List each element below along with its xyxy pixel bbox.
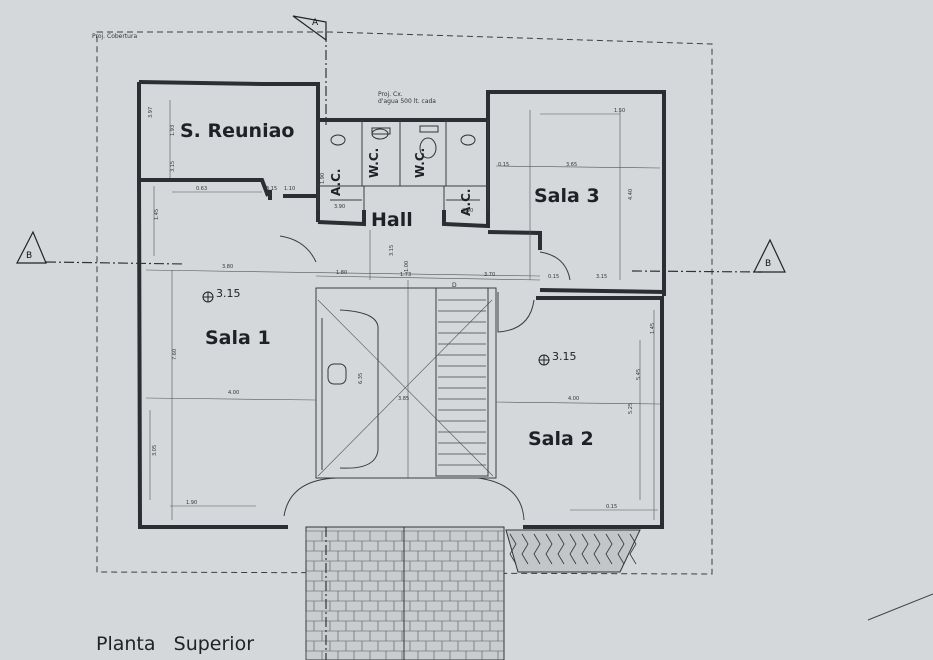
dim-390b: 3.90	[462, 208, 473, 214]
void-cross-2	[317, 299, 493, 477]
dim-190b: 1.90	[320, 173, 326, 184]
stair-direction-label: D	[452, 282, 457, 289]
dim-545: 5.45	[636, 369, 642, 380]
water-tank-note-1: Proj. Cx.	[378, 91, 403, 98]
entrance-canopy	[305, 526, 505, 660]
pencil-mark	[867, 593, 933, 621]
wall-hall-west	[317, 210, 366, 227]
wc-fixtures	[327, 125, 476, 385]
room-label-ac-2: A.C.	[459, 189, 473, 216]
dim-063: 0.63	[196, 186, 207, 192]
dim-315b: 3.15	[596, 274, 607, 280]
drawing-title: Planta Superior	[96, 633, 254, 655]
room-label-wc-1: W.C.	[367, 148, 381, 178]
dim-440: 4.40	[628, 189, 634, 200]
dim-reuniao-h: 3.97	[148, 107, 154, 118]
dim-145: 1.45	[154, 209, 160, 220]
dim-015c: 0.15	[606, 504, 617, 510]
section-b-marker-left	[16, 230, 47, 264]
dim-315: 3.15	[266, 186, 277, 192]
room-label-hall: Hall	[371, 209, 413, 231]
wall-sala3-south	[487, 230, 542, 250]
stair-treads	[438, 299, 486, 466]
door-sala1	[279, 235, 317, 263]
dim-150: 1.50	[614, 108, 625, 114]
planter-hatch-line	[617, 533, 625, 565]
level-marker-sala1	[202, 291, 214, 303]
dim-015: 0.15	[548, 274, 559, 280]
wc-partitions-horizontal	[318, 185, 488, 201]
door-sala3	[539, 251, 571, 281]
planter-hatch-line	[509, 533, 517, 565]
dim-110: 1.10	[284, 186, 295, 192]
section-b-axis-right	[631, 270, 763, 273]
planter-hatch-line	[605, 533, 613, 565]
dim-190: 1.90	[186, 500, 197, 506]
dim-525: 5.25	[628, 403, 634, 414]
planter-hatch-line	[521, 533, 529, 565]
roof-projection-outline	[96, 31, 713, 575]
room-label-wc-2: W.C.	[413, 148, 427, 178]
section-b-label-right: B	[765, 259, 771, 269]
dim-385: 3.85	[398, 396, 409, 402]
hall-door-jambs	[363, 186, 445, 210]
dim-145b: 1.45	[650, 323, 656, 334]
stair-curve	[339, 309, 379, 469]
dimension-lines	[145, 100, 661, 520]
dim-380: 3.80	[222, 264, 233, 270]
level-sala2: 3.15	[552, 350, 577, 363]
dim-400b: 4.00	[568, 396, 579, 402]
void-cross-1	[317, 299, 494, 477]
wc-partitions	[317, 120, 489, 210]
exterior-wall-west	[137, 82, 288, 529]
room-label-sala1: Sala 1	[205, 327, 271, 349]
planter-hatch-line	[557, 533, 565, 565]
planter-hatch-line	[533, 533, 541, 565]
planter-hatch-line	[593, 533, 601, 565]
section-b-label-left: B	[26, 251, 32, 261]
dim-reuniao-h3: 3.15	[170, 161, 176, 172]
dim-370: 3.70	[484, 272, 495, 278]
room-label-sala2: Sala 2	[528, 428, 594, 450]
level-sala1: 3.15	[216, 287, 241, 300]
roof-projection-note: Proj. Cobertura	[92, 33, 137, 40]
dim-173: 1.73	[400, 272, 411, 278]
dim-400: 4.00	[228, 390, 239, 396]
planter-hatch-line	[569, 533, 577, 565]
dim-305: 3.05	[152, 445, 158, 456]
section-a-marker	[292, 15, 327, 42]
dim-390a: 3.90	[334, 204, 345, 210]
dim-760: 7.60	[172, 349, 178, 360]
dim-015b: 0.15	[498, 162, 509, 168]
planter-hatch-line	[629, 533, 637, 565]
dim-365: 3.65	[566, 162, 577, 168]
exterior-wall-east	[523, 296, 664, 529]
planter-hatch-line	[581, 533, 589, 565]
planter-hatch-line	[545, 533, 553, 565]
door-sala2	[497, 292, 535, 333]
level-marker-sala2	[538, 354, 550, 366]
section-b-marker-right	[753, 238, 786, 273]
room-label-reuniao: S. Reuniao	[180, 120, 294, 142]
water-tank-note-2: d'agua 500 lt. cada	[378, 98, 436, 105]
stair-run	[435, 287, 489, 477]
room-label-sala3: Sala 3	[534, 185, 600, 207]
room-label-ac-1: A.C.	[329, 169, 343, 196]
dim-reuniao-h2: 1.93	[170, 125, 176, 136]
dim-180: 1.80	[336, 270, 347, 276]
dim-635: 6.35	[358, 373, 364, 384]
wall-sala2-north	[539, 288, 665, 294]
planter-hatch	[505, 529, 641, 573]
dim-315c: 3.15	[389, 245, 395, 256]
dim-100: 1.00	[404, 261, 410, 272]
balcony-arc	[283, 477, 525, 521]
wall-reuniao-south	[139, 178, 270, 197]
section-a-label: A	[312, 18, 319, 28]
section-b-axis-left	[45, 261, 186, 265]
